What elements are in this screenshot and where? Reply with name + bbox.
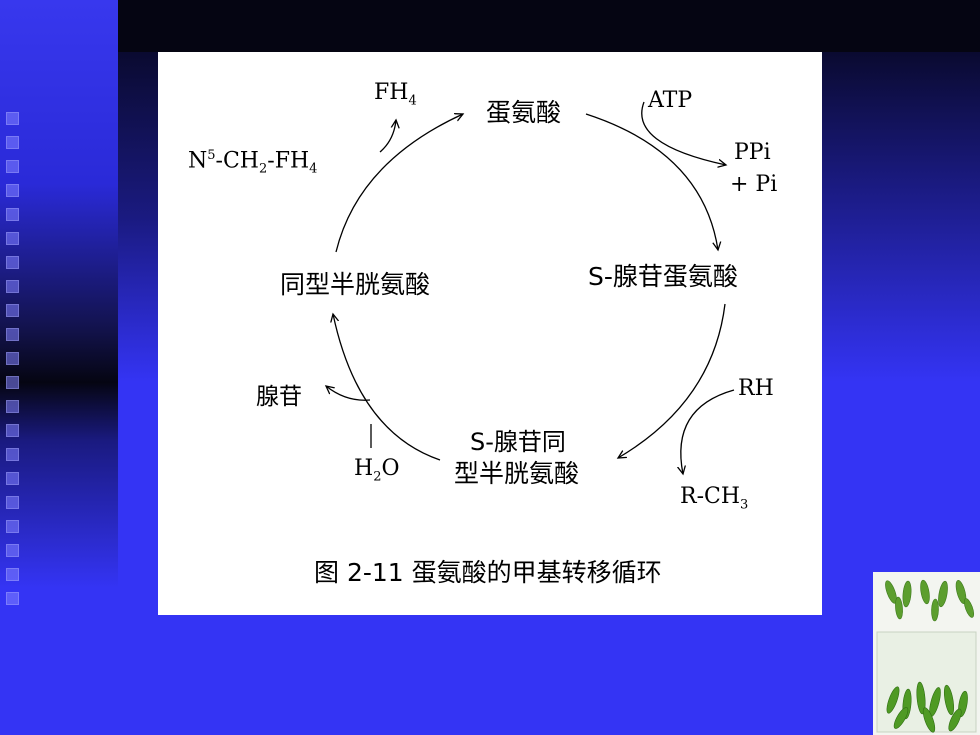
atp-ppi-branch [641, 101, 726, 165]
arc-methionine-to-sam [585, 113, 718, 250]
label-pi: + Pi [730, 172, 778, 197]
figure-caption: 图 2-11 蛋氨酸的甲基转移循环 [314, 558, 662, 587]
arc-homocysteine-to-methionine [335, 114, 463, 253]
label-ppi: PPi [734, 140, 771, 165]
label-h2o: H2O [354, 456, 400, 485]
label-adenosine: 腺苷 [256, 384, 302, 410]
node-sah-line1: S-腺苷同 [470, 428, 566, 456]
label-rh: RH [738, 376, 774, 401]
node-sam: S-腺苷蛋氨酸 [588, 262, 738, 291]
adenosine-branch [326, 386, 371, 401]
arc-sam-to-sah [618, 303, 726, 458]
left-square-bullets [6, 112, 22, 616]
gradient-band-left [118, 52, 158, 382]
arc-sah-to-homocysteine [333, 314, 441, 461]
label-n5-methyl-fh4: N5-CH2-FH4 [188, 148, 318, 177]
top-dark-bar [118, 0, 980, 52]
label-r-ch3: R-CH3 [680, 484, 749, 513]
left-decor-strip [0, 0, 118, 735]
node-sah-line2: 型半胱氨酸 [454, 459, 580, 488]
node-homocysteine: 同型半胱氨酸 [280, 270, 431, 299]
methionine-cycle-figure: 蛋氨酸 S-腺苷蛋氨酸 S-腺苷同 型半胱氨酸 同型半胱氨酸 FH4 N5-CH… [158, 52, 822, 615]
rh-rch3-branch [681, 389, 735, 474]
gradient-band-right [822, 52, 980, 382]
label-fh4: FH4 [374, 80, 417, 109]
cycle-arrows [158, 101, 735, 615]
node-methionine: 蛋氨酸 [486, 98, 562, 127]
label-atp: ATP [648, 88, 693, 113]
tea-leaves-illustration [873, 572, 980, 735]
fh4-branch [379, 120, 396, 153]
tea-leaves-photo [873, 572, 980, 735]
